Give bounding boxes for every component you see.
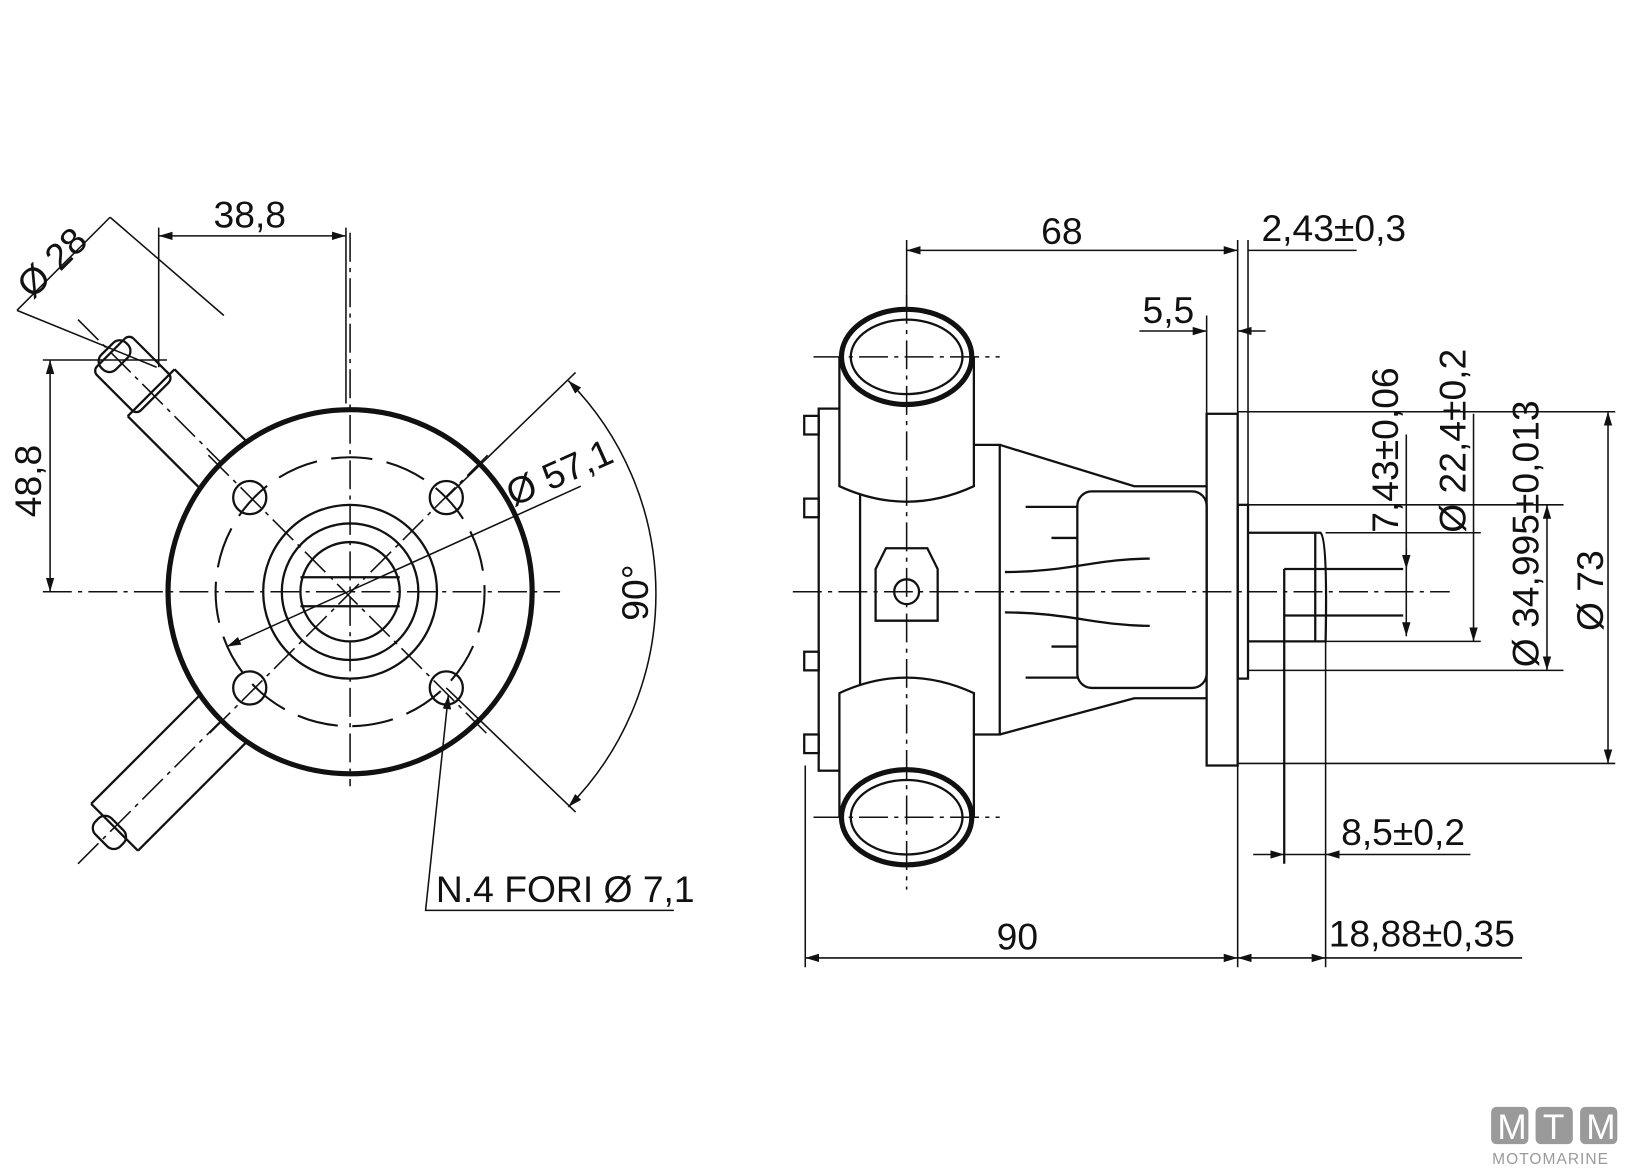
dim-pilot-diameter: Ø 34,995±0,013 (1505, 400, 1547, 667)
dim-horizontal-offset: 38,8 (214, 194, 286, 236)
dim-flange-diameter: Ø 73 (1569, 550, 1611, 631)
motomarine-logo: M T M MOTOMARINE (1491, 1106, 1618, 1168)
dim-angle: 90° (614, 564, 656, 620)
bolt-hole (232, 479, 268, 516)
dim-bolt-circle: Ø 57,1 (500, 430, 619, 514)
dim-flange-offset: 2,43±0,3 (1261, 207, 1406, 249)
svg-text:M: M (1497, 1108, 1526, 1147)
svg-text:T: T (1543, 1108, 1564, 1147)
holes-note: N.4 FORI Ø 7,1 (436, 868, 695, 910)
lower-inlet-pipe (77, 693, 249, 865)
upper-inlet-pipe (77, 319, 249, 491)
dim-inlet-diameter: Ø 28 (8, 219, 95, 306)
svg-text:MOTOMARINE: MOTOMARINE (1492, 1151, 1609, 1168)
dim-68: 68 (1041, 210, 1082, 252)
dim-total-length: 90 (997, 916, 1038, 958)
front-view: 38,8 48,8 Ø 28 Ø 57,1 90° N.4 FORI Ø 7,1 (7, 194, 695, 912)
dim-vertical-offset: 48,8 (7, 445, 49, 517)
svg-text:M: M (1586, 1108, 1615, 1147)
side-view: 68 2,43±0,3 5,5 7,43±0,06 Ø 22,4±0,2 Ø 3… (792, 207, 1616, 968)
dim-key-width: 7,43±0,06 (1364, 367, 1406, 532)
bolt-hole (232, 670, 268, 706)
dim-shaft-diameter: Ø 22,4±0,2 (1431, 349, 1473, 533)
dim-key-length: 8,5±0,2 (1341, 811, 1465, 853)
bolt-hole (428, 479, 464, 516)
dim-5-5: 5,5 (1143, 289, 1195, 331)
dim-shaft-length: 18,88±0,35 (1329, 913, 1515, 955)
